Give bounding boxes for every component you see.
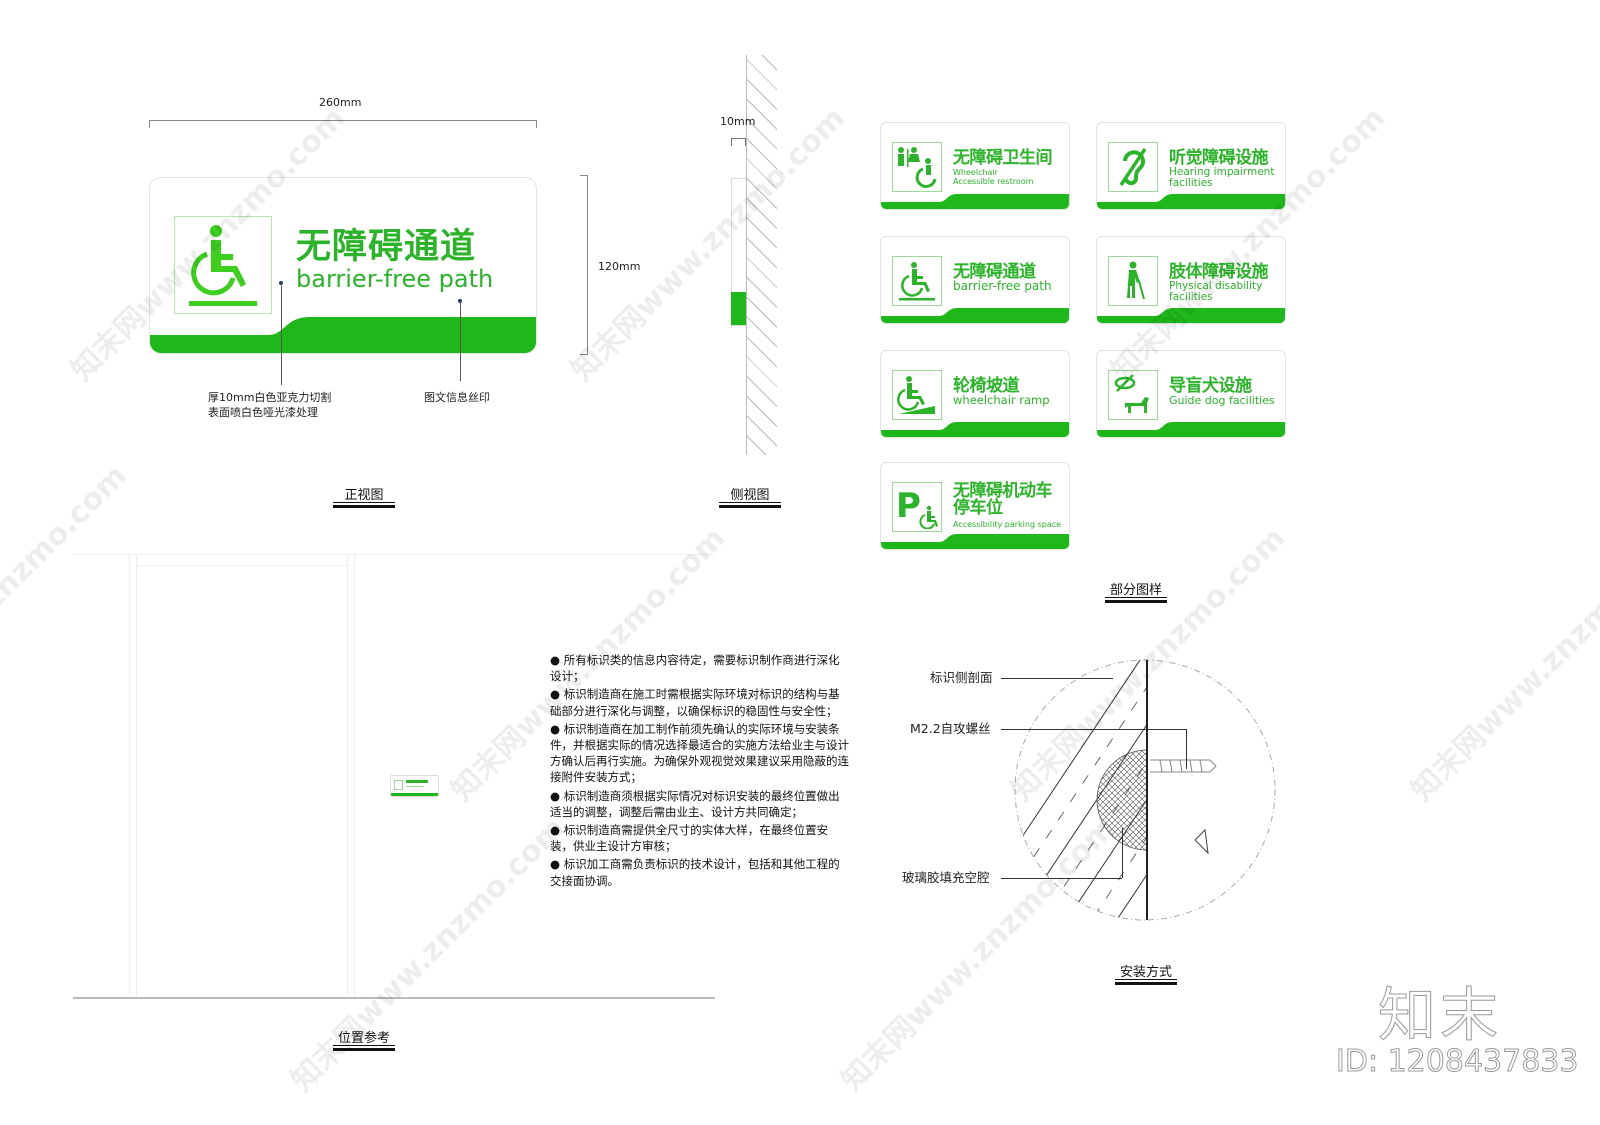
door-frame-right (347, 555, 355, 997)
sample-sign-en: barrier-free path (953, 279, 1052, 293)
ceiling-line (73, 554, 715, 555)
sample-sign-parking: P 无障碍机动车停车位 Accessibility parking space (880, 462, 1070, 550)
note-item: ● 标识制造商在施工时需根据实际环境对标识的结构与基础部分进行深化与调整，以确保… (550, 687, 840, 718)
callout-screw: M2.2自攻螺丝 (910, 721, 991, 736)
print-note: 图文信息丝印 (424, 391, 490, 404)
sample-sign-cn: 轮椅坡道 (953, 376, 1020, 396)
callout-line (1122, 828, 1123, 878)
width-dimension-label: 260mm (319, 96, 362, 109)
watermark: znzmo.com (0, 458, 134, 617)
sign-title-en: barrier-free path (296, 265, 494, 293)
partial-samples-title: 部分图样 (1105, 579, 1167, 603)
svg-text:P: P (896, 486, 921, 526)
note-item: ● 标识制造商需提供全尺寸的实体大样，在最终位置安装，供业主设计方审核； (550, 823, 829, 854)
wheelchair-icon-box (174, 216, 272, 314)
sample-sign-cn: 无障碍卫生间 (953, 148, 1053, 168)
sample-sign-cn: 听觉障碍设施 (1169, 148, 1269, 168)
door-header (137, 565, 347, 566)
callout-line (1001, 878, 1122, 879)
sample-sign-en: Guide dog facilities (1169, 394, 1275, 407)
wall-hatch (747, 55, 777, 455)
installation-title: 安装方式 (1115, 961, 1177, 985)
note-item: ● 标识加工商需负责标识的技术设计，包括和其他工程的交接面协调。 (550, 857, 840, 888)
callout-line (1001, 729, 1186, 730)
wheelchair-icon (892, 256, 942, 306)
sample-sign-en: Accessibility parking space (953, 520, 1062, 529)
height-dimension-label: 120mm (598, 260, 641, 273)
door-frame-left (129, 555, 137, 997)
callout-sign-section: 标识侧剖面 (930, 670, 993, 685)
callout-line (1001, 678, 1113, 679)
sign-title-cn: 无障碍通道 (296, 227, 477, 267)
sign-profile-green (731, 292, 746, 325)
height-dimension-line (578, 175, 588, 355)
front-view-title: 正视图 (333, 484, 395, 508)
watermark: 知末网www.znzmo.com (1404, 520, 1600, 809)
main-sign: 无障碍通道 barrier-free path (149, 177, 537, 354)
wheelchair-ramp-icon (892, 370, 942, 420)
width-dimension-line (149, 120, 537, 128)
sample-sign-barrier-free: 无障碍通道 barrier-free path (880, 236, 1070, 324)
note-item: ● 标识制造商须根据实际情况对标识安装的最终位置做出适当的调整，调整后需由业主、… (550, 788, 840, 819)
mini-sign-physical (390, 775, 439, 797)
restroom-wheelchair-icon (892, 142, 942, 192)
hearing-impairment-icon (1108, 142, 1158, 192)
guide-dog-icon (1108, 370, 1158, 420)
sample-sign-guide-dog: 导盲犬设施 Guide dog facilities (1096, 350, 1286, 438)
side-view-title: 侧视图 (719, 484, 781, 508)
specification-notes: ● 所有标识类的信息内容待定，需要标识制作商进行深化设计； ● 标识制造商在施工… (550, 652, 850, 891)
wheelchair-icon (189, 225, 257, 306)
thickness-dimension-bracket (731, 138, 746, 146)
floor-line (73, 997, 715, 999)
sample-sign-cn: 肢体障碍设施 (1169, 262, 1269, 282)
note-item: ● 所有标识类的信息内容待定，需要标识制作商进行深化设计； (550, 653, 840, 684)
thickness-dimension-label: 10mm (720, 115, 756, 128)
parking-wheelchair-icon: P (892, 482, 942, 532)
callout-glue: 玻璃胶填充空腔 (902, 870, 990, 885)
material-note: 厚10mm白色亚克力切割 表面喷白色哑光漆处理 (208, 391, 332, 419)
location-reference-title: 位置参考 (333, 1027, 395, 1051)
note-item: ● 标识制造商在加工制作前须先确认的实际环境与安装条件，并根据实际的情况选择最适… (550, 721, 849, 785)
sign-profile (731, 178, 746, 326)
sign-green-band (150, 317, 536, 353)
sample-sign-cn: 无障碍机动车停车位 (953, 481, 1053, 518)
leader-line (460, 301, 461, 381)
leader-line (281, 283, 282, 385)
sample-sign-ramp: 轮椅坡道 wheelchair ramp (880, 350, 1070, 438)
wall-line (746, 55, 747, 455)
watermark: 知末网www.znzmo.com (564, 100, 853, 389)
sample-sign-en: wheelchair ramp (953, 393, 1050, 407)
callout-line (1186, 729, 1187, 769)
watermark: 知末网www.znzmo.com (284, 810, 573, 1099)
installation-section-drawing (1014, 659, 1276, 921)
cane-walker-icon (1108, 256, 1158, 306)
brand-logo: 知末 (1377, 981, 1503, 1050)
sample-sign-cn: 导盲犬设施 (1169, 376, 1252, 396)
sample-sign-cn: 无障碍通道 (953, 262, 1036, 282)
mini-sign-icon (394, 780, 403, 790)
brand-id: ID: 1208437833 (1335, 1044, 1579, 1080)
